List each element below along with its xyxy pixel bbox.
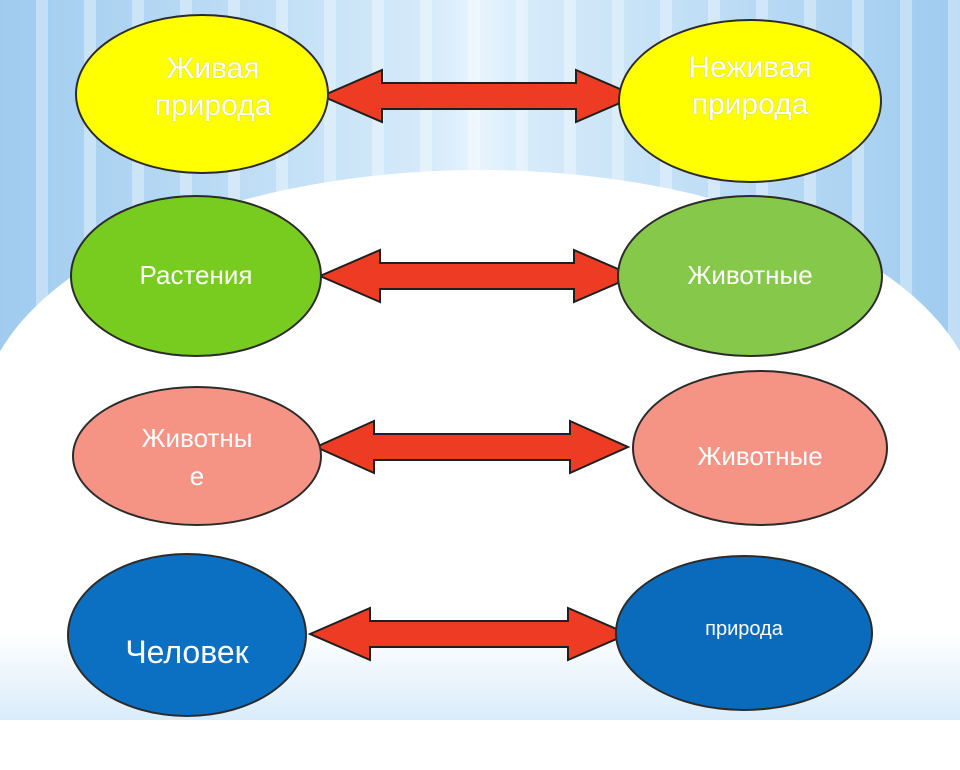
node-animals-left-label: Животны е <box>141 423 253 491</box>
double-arrow-4 <box>307 606 631 662</box>
node-animals-right-label: Животные <box>697 440 823 471</box>
node-nonliving-nature: Неживая природа <box>618 19 882 183</box>
node-plants: Растения <box>70 195 322 357</box>
node-human: Человек <box>67 553 307 717</box>
node-animals-left: Животны е <box>72 386 322 526</box>
node-human-label: Человек <box>125 634 249 670</box>
double-arrow-2 <box>317 248 637 304</box>
node-animals-right: Животные <box>632 370 888 526</box>
node-animals-1: Животные <box>617 195 883 357</box>
node-living-nature: Живая природа <box>75 14 329 174</box>
node-nature: природа <box>615 555 873 711</box>
node-animals-1-label: Животные <box>687 259 813 290</box>
node-living-nature-label: Живая природа <box>154 51 272 123</box>
double-arrow-3 <box>313 419 631 475</box>
node-nature-label: природа <box>705 617 783 640</box>
node-nonliving-nature-label: Неживая природа <box>688 50 812 122</box>
double-arrow-1 <box>319 68 639 124</box>
node-plants-label: Растения <box>139 259 253 290</box>
